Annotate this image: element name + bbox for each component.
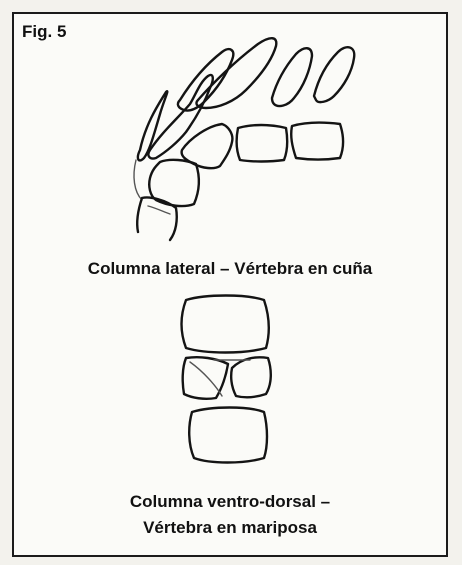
caption-ventrodorsal-line2: Vértebra en mariposa — [12, 516, 448, 540]
spinous-process-1 — [138, 91, 167, 160]
lateral-vertebral-bodies — [137, 123, 343, 240]
butterfly-half-right — [231, 357, 271, 397]
upper-vertebral-body — [182, 296, 269, 353]
lateral-edge-line — [148, 206, 170, 214]
caption-lateral: Columna lateral – Vértebra en cuña — [12, 257, 448, 281]
lower-vertebral-body — [189, 408, 267, 463]
vertebral-body-2 — [237, 125, 288, 162]
spinous-process-edge — [134, 160, 142, 200]
caption-ventrodorsal-line1: Columna ventro-dorsal – — [12, 490, 448, 514]
spinous-process-6 — [314, 47, 354, 102]
spinous-process-5 — [272, 48, 312, 106]
vertebral-body-partial — [137, 197, 177, 240]
vertebral-body-3 — [291, 123, 343, 160]
lateral-spinous-processes — [134, 38, 354, 200]
butterfly-half-left — [183, 357, 228, 399]
ventrodorsal-vertebrae — [182, 296, 271, 463]
